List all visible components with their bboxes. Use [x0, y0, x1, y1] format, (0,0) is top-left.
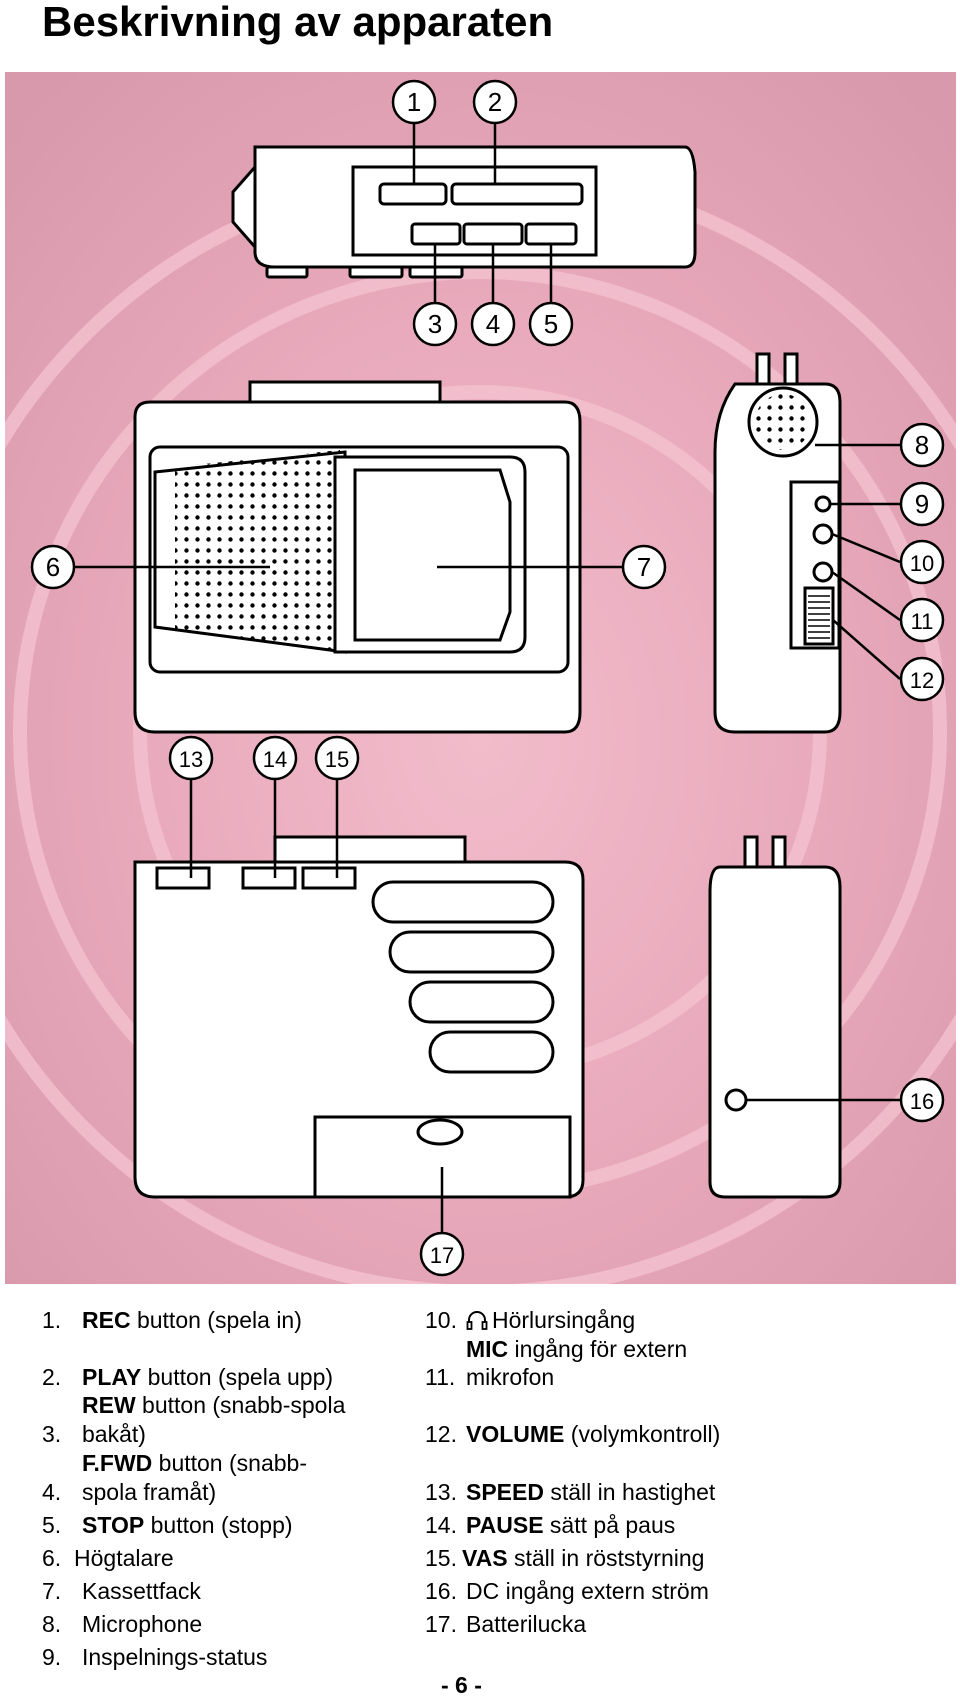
item-number-3: 3.: [42, 1421, 61, 1448]
front-view: [135, 382, 580, 732]
callout-label-17: 17: [430, 1243, 454, 1268]
item-8: Microphone: [82, 1611, 202, 1638]
back-view: [135, 837, 583, 1197]
callout-label-3: 3: [428, 309, 442, 339]
item-17: Batterilucka: [466, 1611, 586, 1638]
item-16: DC ingång extern ström: [466, 1578, 709, 1605]
item-13: SPEED ställ in hastighet: [466, 1479, 715, 1506]
callout-label-10: 10: [910, 551, 934, 576]
callout-label-1: 1: [407, 87, 421, 117]
item-2: PLAY button (spela upp): [82, 1364, 333, 1391]
callout-11: 11: [901, 599, 943, 641]
item-11: mikrofon: [466, 1364, 554, 1391]
page-number: - 6 -: [441, 1672, 482, 1699]
item-number-6: 6.: [42, 1545, 61, 1572]
item-5: STOP button (stopp): [82, 1512, 293, 1539]
item-number-16: 16.: [425, 1578, 457, 1605]
item-9: Inspelnings-status: [82, 1644, 267, 1671]
item-4-cont: spola framåt): [82, 1479, 216, 1506]
page-title: Beskrivning av apparaten: [42, 0, 553, 44]
callout-label-2: 2: [488, 87, 502, 117]
callout-label-12: 12: [910, 668, 934, 693]
item-number-2: 2.: [42, 1364, 61, 1391]
callout-9: 9: [901, 483, 943, 525]
item-number-4: 4.: [42, 1479, 61, 1506]
callout-14: 14: [254, 737, 296, 779]
headphones-icon: [466, 1310, 488, 1330]
callout-8: 8: [901, 424, 943, 466]
top-view: [233, 147, 695, 277]
item-number-13: 13.: [425, 1479, 457, 1506]
item-number-11: 11.: [425, 1364, 455, 1391]
item-number-10: 10.: [425, 1307, 457, 1334]
callout-label-6: 6: [46, 552, 60, 582]
callout-label-5: 5: [544, 309, 558, 339]
item-1: REC button (spela in): [82, 1307, 302, 1334]
callout-label-7: 7: [637, 552, 651, 582]
item-3-cont: bakåt): [82, 1421, 146, 1448]
item-number-7: 7.: [42, 1578, 61, 1605]
item-number-15: 15.: [425, 1545, 457, 1572]
callout-label-8: 8: [915, 430, 929, 460]
callout-3: 3: [414, 303, 456, 345]
item-number-1: 1.: [42, 1307, 61, 1334]
callout-2: 2: [474, 81, 516, 123]
callout-7: 7: [623, 546, 665, 588]
side-view-back: [710, 837, 840, 1197]
item-number-12: 12.: [425, 1421, 457, 1448]
item-6: Högtalare: [74, 1545, 174, 1572]
item-number-9: 9.: [42, 1644, 61, 1671]
callout-label-9: 9: [915, 489, 929, 519]
callout-17: 17: [421, 1233, 463, 1275]
callout-label-15: 15: [325, 747, 349, 772]
callout-16: 16: [901, 1079, 943, 1121]
callout-6: 6: [32, 546, 74, 588]
item-10-mic: MIC ingång för extern: [466, 1336, 687, 1363]
callout-label-14: 14: [263, 747, 287, 772]
item-4: F.FWD button (snabb-: [82, 1450, 307, 1477]
callout-13: 13: [170, 737, 212, 779]
side-view-right: [715, 354, 840, 732]
callout-4: 4: [472, 303, 514, 345]
callout-label-11: 11: [911, 609, 934, 634]
item-number-5: 5.: [42, 1512, 61, 1539]
item-15: VAS ställ in röststyrning: [462, 1545, 704, 1572]
item-number-8: 8.: [42, 1611, 61, 1638]
item-3: REW button (snabb-spola: [82, 1392, 345, 1419]
callout-label-16: 16: [910, 1089, 934, 1114]
item-10: Hörlursingång: [466, 1307, 635, 1334]
item-12: VOLUME (volymkontroll): [466, 1421, 720, 1448]
callout-15: 15: [316, 737, 358, 779]
callout-label-13: 13: [179, 747, 203, 772]
callout-label-4: 4: [486, 309, 500, 339]
callout-5: 5: [530, 303, 572, 345]
item-14: PAUSE sätt på paus: [466, 1512, 675, 1539]
item-7: Kassettfack: [82, 1578, 201, 1605]
device-diagram: 1 2 3 4 5 6 7 8 9 10 11 12 13 14 15 16 1…: [5, 72, 956, 1284]
item-number-14: 14.: [425, 1512, 457, 1539]
callout-12: 12: [901, 658, 943, 700]
item-number-17: 17.: [425, 1611, 457, 1638]
callout-1: 1: [393, 81, 435, 123]
callout-10: 10: [901, 541, 943, 583]
